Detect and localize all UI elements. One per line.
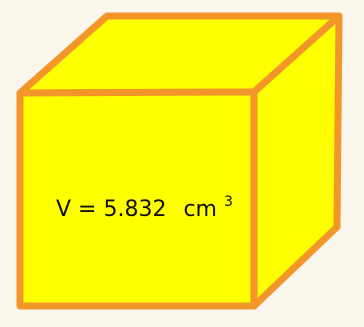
volume-unit: cm <box>183 197 217 222</box>
volume-unit-exponent: 3 <box>224 194 233 210</box>
volume-value: V = 5.832 <box>56 197 166 222</box>
volume-label: V = 5.832 cm 3 <box>56 194 233 222</box>
cube-front-face <box>16 88 258 310</box>
